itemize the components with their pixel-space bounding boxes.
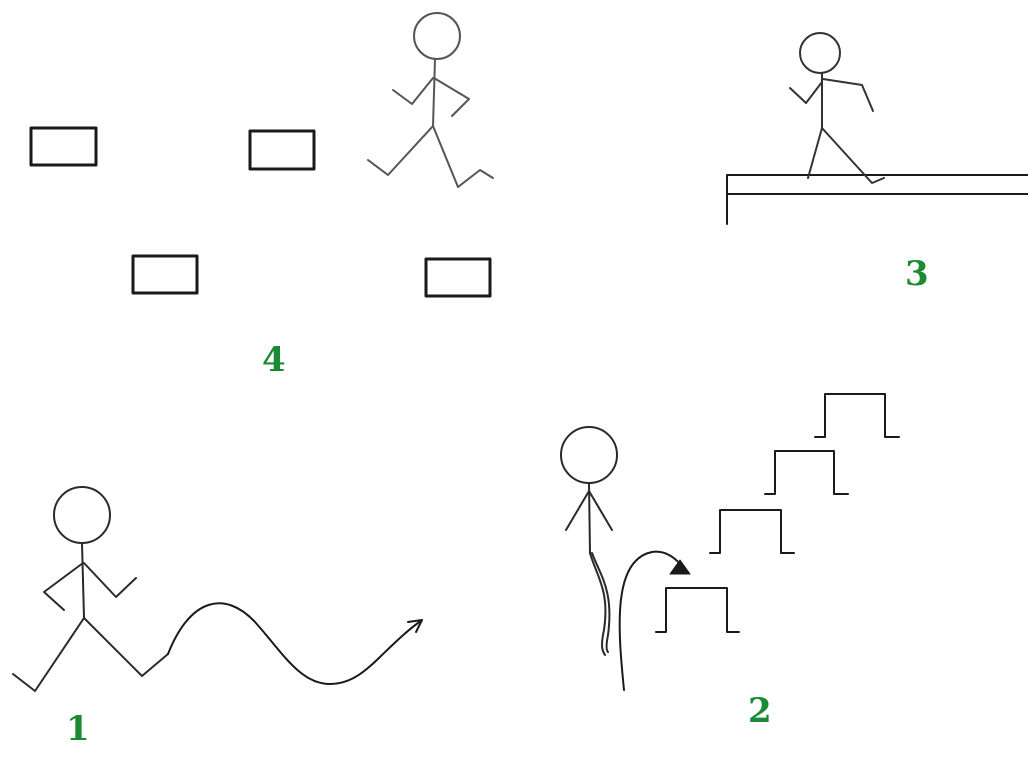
obstacle-rect-3 (131, 254, 199, 295)
scene-label-1: 1 (66, 709, 90, 749)
step-hurdle-4 (814, 393, 900, 438)
head (413, 12, 461, 60)
head (799, 32, 841, 74)
obstacle-rect-2 (248, 129, 316, 171)
arm-right (83, 562, 137, 598)
scene-1 (12, 486, 423, 692)
arm-left (565, 490, 590, 531)
scene-label-4: 4 (262, 340, 286, 380)
head (560, 426, 618, 484)
scene-4 (29, 12, 494, 298)
jump-arrowhead (669, 559, 691, 575)
wavy-path-arrowhead (407, 619, 423, 633)
arm-right (433, 77, 470, 117)
head (53, 486, 111, 544)
stick-figure-runner-4 (367, 12, 494, 188)
arm-left (789, 81, 823, 104)
leg-left (12, 617, 85, 692)
arm-left (392, 77, 434, 105)
stick-figure-jumper-2 (560, 426, 618, 656)
stick-figure-runner-1 (12, 486, 169, 692)
scene-label-2: 2 (748, 691, 772, 731)
leg-left (367, 125, 434, 176)
torso (81, 542, 85, 619)
arm-right (588, 490, 613, 531)
step-hurdle-3 (764, 450, 849, 495)
leg-left (807, 127, 823, 179)
leg-left (589, 552, 607, 656)
scene-2 (560, 393, 900, 691)
step-hurdle-1 (655, 587, 740, 633)
arm-right (822, 78, 874, 112)
leg-right (591, 552, 611, 653)
scene-label-3: 3 (905, 254, 929, 294)
arm-left (43, 562, 84, 611)
torso (588, 482, 591, 554)
stick-figure-walker-3 (789, 32, 885, 184)
obstacle-rect-1 (29, 126, 98, 167)
scene-3 (726, 32, 1028, 225)
jump-trajectory (618, 550, 681, 691)
step-hurdle-2 (709, 509, 795, 554)
obstacle-rect-4 (424, 257, 492, 298)
leg-right (432, 125, 494, 188)
leg-right (821, 127, 885, 184)
wavy-path-arrow (167, 602, 423, 685)
leg-right (83, 617, 169, 677)
bench (726, 174, 1028, 225)
torso (432, 58, 436, 127)
